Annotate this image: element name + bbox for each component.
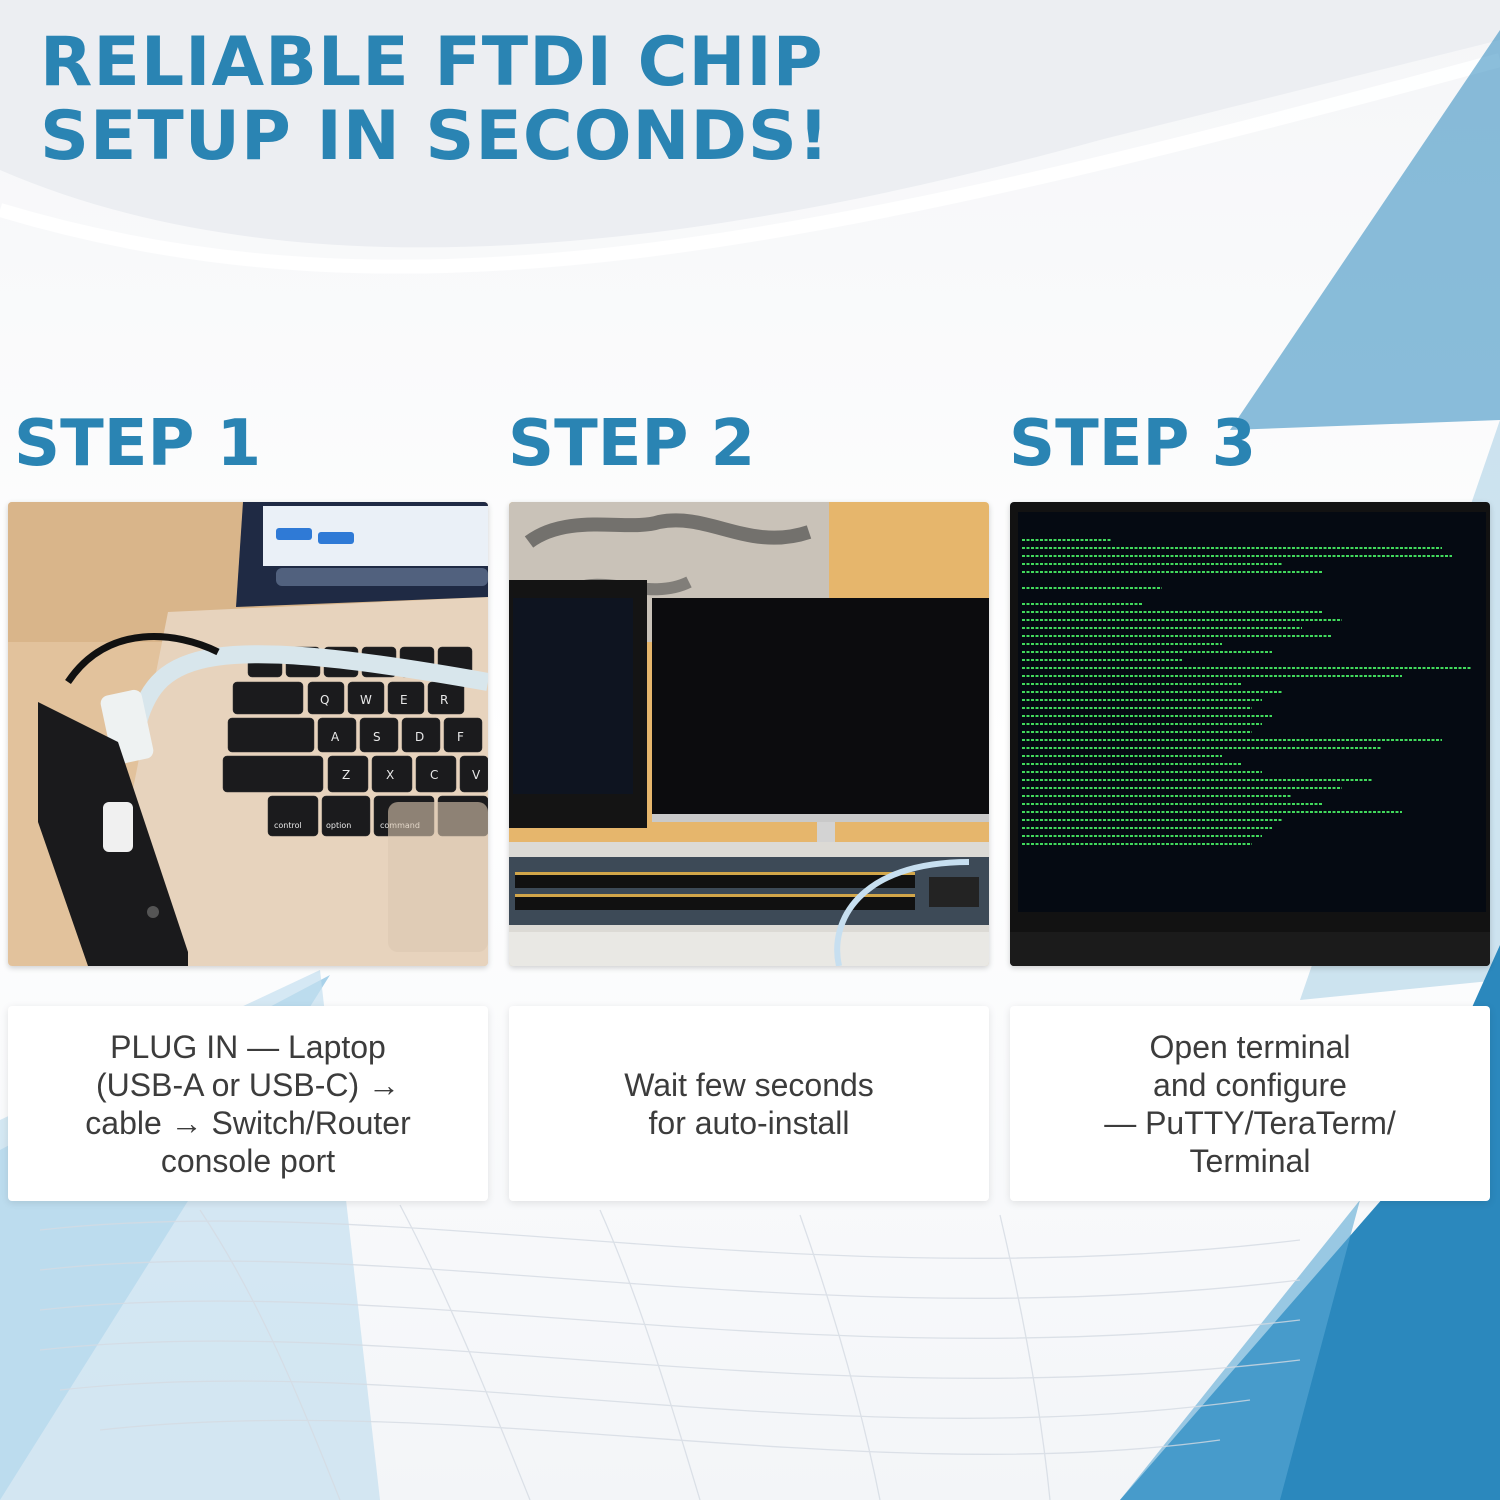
key-option: option: [326, 821, 351, 830]
key-w: W: [360, 693, 372, 707]
key-a: A: [331, 730, 340, 744]
step-1-caption-card: PLUG IN — Laptop (USB-A or USB-C) → cabl…: [8, 1006, 488, 1201]
key-r: R: [440, 693, 448, 707]
key-f: F: [457, 730, 464, 744]
key-v: V: [472, 768, 481, 782]
step-1-caption: PLUG IN — Laptop (USB-A or USB-C) → cabl…: [85, 1028, 411, 1179]
key-s: S: [373, 730, 381, 744]
key-c: C: [430, 768, 438, 782]
step-3-caption: Open terminal and configure — PuTTY/Tera…: [1104, 1028, 1396, 1179]
step-2-caption: Wait few seconds for auto-install: [624, 1066, 874, 1141]
step-3-title: STEP 3: [1009, 407, 1257, 481]
headline: RELIABLE FTDI CHIP SETUP IN SECONDS!: [40, 26, 830, 174]
headline-line-2: SETUP IN SECONDS!: [40, 97, 830, 176]
key-control: control: [274, 821, 302, 830]
step-2-title: STEP 2: [508, 407, 756, 481]
step-1-photo: Q W E R A S D F Z X C V control option c…: [8, 502, 488, 966]
step-3-caption-card: Open terminal and configure — PuTTY/Tera…: [1010, 1006, 1490, 1201]
key-d: D: [415, 730, 424, 744]
step-1-title: STEP 1: [14, 407, 262, 481]
key-z: Z: [342, 768, 350, 782]
key-e: E: [400, 693, 408, 707]
step-2-caption-card: Wait few seconds for auto-install: [509, 1006, 989, 1201]
step-2-photo: [509, 502, 989, 966]
step-3-photo: [1010, 502, 1490, 966]
headline-line-1: RELIABLE FTDI CHIP: [40, 23, 824, 102]
key-q: Q: [320, 693, 329, 707]
key-x: X: [386, 768, 394, 782]
